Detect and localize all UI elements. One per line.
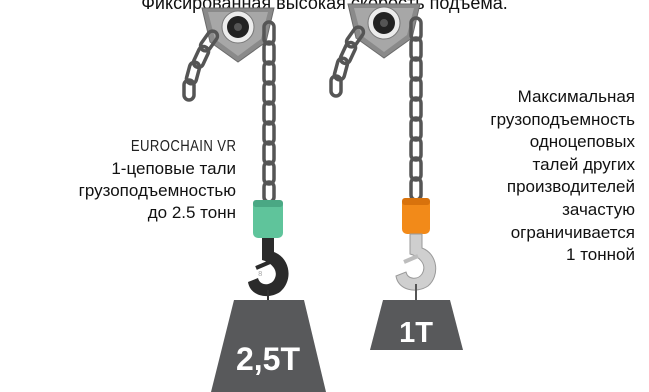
right-line-7: ограничивается (510, 222, 635, 242)
right-line-1: Максимальная (517, 87, 635, 106)
right-line-2: грузоподъемность (490, 109, 635, 129)
right-line-8: 1 тонной (566, 245, 635, 265)
right-hook-icon (395, 233, 437, 300)
right-weight-label: 1T (399, 317, 433, 349)
left-weight: 2,5T (211, 300, 326, 392)
right-line-3: одноцеповых (529, 132, 635, 152)
left-hoist: 8 2,5T (182, 7, 326, 392)
left-line-2: грузоподъемностью (78, 181, 236, 200)
left-line-1: 1-цеповые тали (111, 159, 236, 178)
right-caption: Максимальная грузоподъемность одноцеповы… (395, 86, 635, 267)
right-sprocket-icon (347, 3, 421, 59)
left-line-3: до 2.5 тонн (147, 203, 236, 222)
left-brand: EUROCHAIN VR (130, 138, 236, 155)
left-hook-icon: 8 (248, 238, 289, 300)
right-slack-chain-icon (329, 25, 366, 98)
right-hoist: 1T (329, 3, 463, 350)
right-line-4: талей других (532, 154, 635, 174)
right-hook-body-icon (402, 198, 430, 234)
right-chain-icon (409, 16, 423, 202)
left-slack-chain-icon (182, 29, 220, 102)
left-hook-body-icon (253, 200, 283, 238)
left-caption: EUROCHAIN VR 1-цеповые тали грузоподъемн… (79, 136, 236, 224)
right-line-5: производителей (506, 177, 635, 197)
right-line-6: зачастую (562, 199, 635, 219)
left-weight-label: 2,5T (236, 341, 300, 377)
svg-text:8: 8 (258, 270, 262, 278)
right-weight: 1T (370, 300, 463, 350)
left-chain-icon (262, 20, 276, 204)
